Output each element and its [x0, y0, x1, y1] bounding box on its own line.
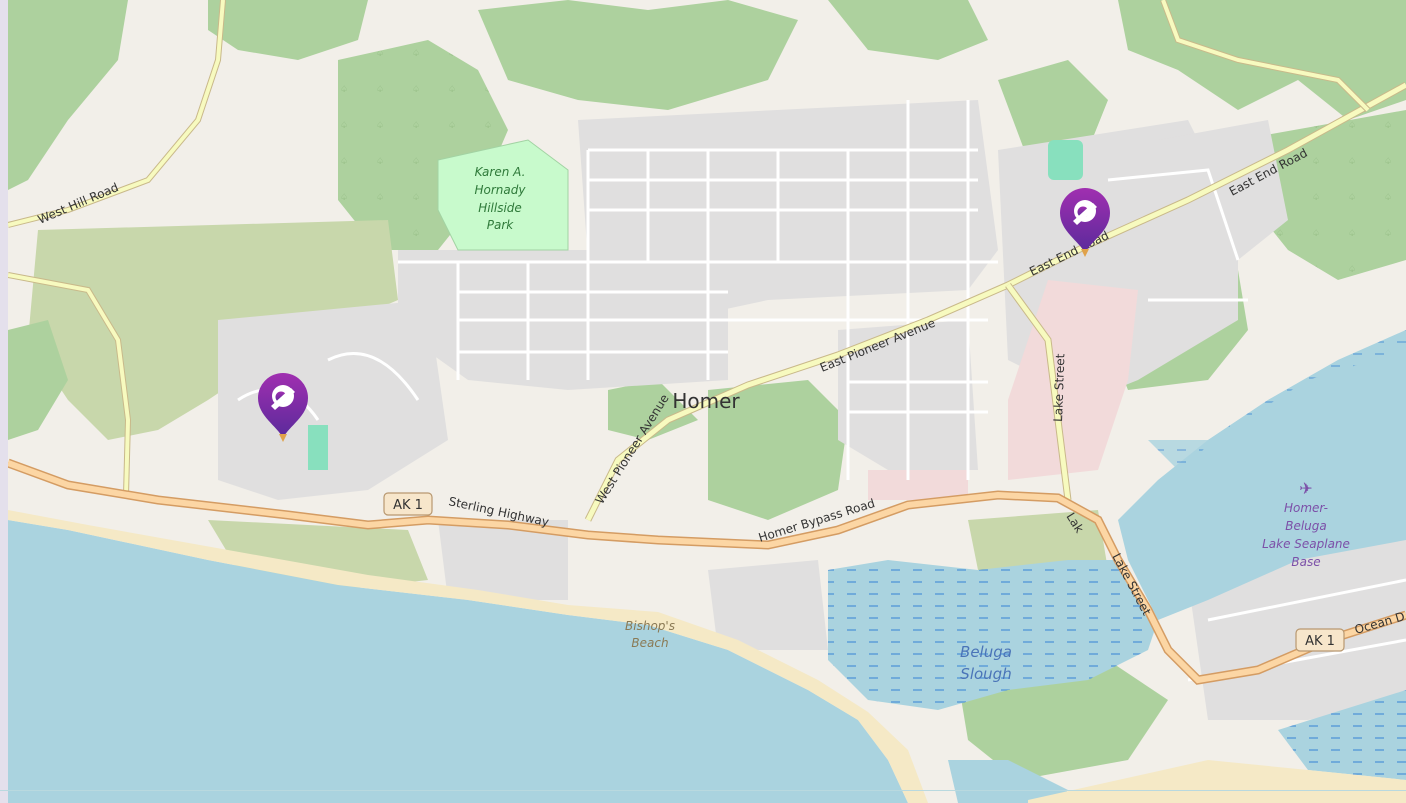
park-label: Karen A. Hornady Hillside Park [475, 165, 527, 232]
svg-text:Park: Park [487, 218, 515, 232]
city-label-homer: Homer [672, 389, 740, 413]
svg-text:AK 1: AK 1 [393, 498, 423, 513]
svg-text:Homer-: Homer- [1284, 501, 1328, 515]
airplane-icon: ✈ [1299, 479, 1312, 498]
street-grid [237, 100, 1406, 682]
west-location-marker[interactable] [258, 373, 308, 442]
svg-text:Lake Seaplane: Lake Seaplane [1262, 537, 1350, 551]
route-shield-ak1-west: AK 1 [383, 492, 433, 516]
secondary-roads [8, 0, 1406, 522]
bottom-border [0, 790, 1406, 791]
svg-text:Beluga: Beluga [1285, 519, 1327, 533]
svg-text:AK 1: AK 1 [1305, 634, 1335, 649]
svg-text:Hornady: Hornady [475, 183, 527, 197]
slough-label: Beluga Slough [960, 643, 1012, 683]
svg-text:Beluga: Beluga [960, 643, 1012, 661]
lake-street-north-label: Lake Street [1051, 353, 1067, 422]
svg-text:Base: Base [1291, 555, 1320, 569]
seaplane-base-label: ✈ Homer- Beluga Lake Seaplane Base [1262, 479, 1350, 569]
svg-text:Karen A.: Karen A. [475, 165, 526, 179]
svg-text:Bishop's: Bishop's [625, 619, 675, 633]
beach-label: Bishop's Beach [625, 619, 675, 650]
beluga-slough-marsh [828, 560, 1158, 710]
hornady-park-area [437, 139, 569, 251]
route-shield-ak1-east: AK 1 [1295, 628, 1345, 652]
map-view[interactable]: ♤ [8, 0, 1406, 803]
east-location-marker[interactable] [1060, 188, 1110, 257]
kachemak-bay-water [8, 520, 908, 803]
forest-areas [8, 0, 1406, 780]
bishops-beach-sand [8, 510, 928, 803]
map-canvas: ♤ [8, 0, 1406, 803]
svg-text:Slough: Slough [960, 665, 1011, 683]
svg-text:Beach: Beach [631, 636, 668, 650]
beluga-lake-water [1118, 330, 1406, 620]
svg-text:Hillside: Hillside [478, 201, 522, 215]
trunk-road-ak1 [8, 458, 1406, 685]
